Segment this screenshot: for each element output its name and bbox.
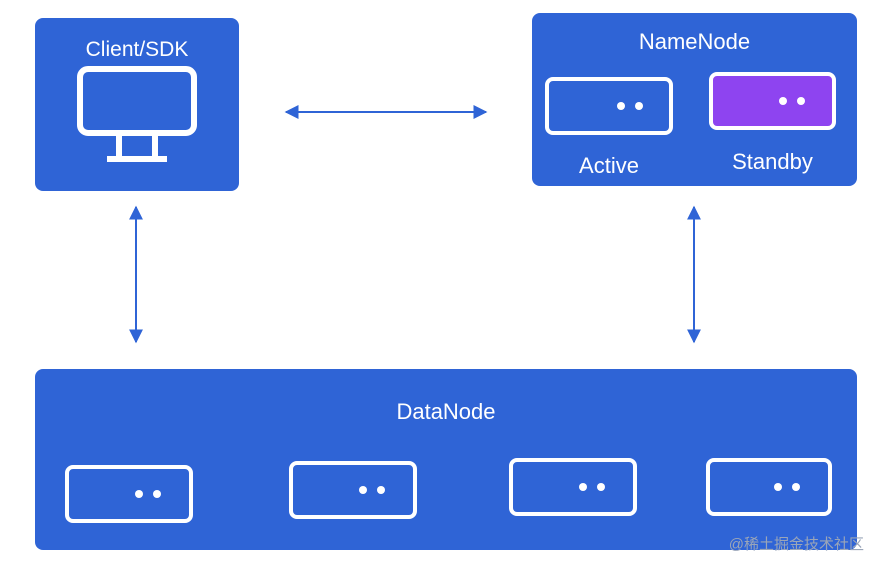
- indicator-dot-icon: [359, 486, 367, 494]
- datanode-server: [289, 461, 417, 519]
- indicator-dot-icon: [635, 102, 643, 110]
- monitor-icon: [77, 66, 197, 162]
- client-sdk-panel: Client/SDK: [35, 18, 239, 191]
- indicator-dot-icon: [774, 483, 782, 491]
- indicator-dot-icon: [377, 486, 385, 494]
- watermark: @稀土掘金技术社区: [728, 536, 864, 553]
- standby-node: [709, 72, 836, 130]
- datanode-title: DataNode: [396, 399, 496, 424]
- active-label: Active: [579, 153, 639, 178]
- indicator-dot-icon: [797, 97, 805, 105]
- datanode-server: [65, 465, 193, 523]
- active-node: [545, 77, 673, 135]
- indicator-dot-icon: [153, 490, 161, 498]
- indicator-dot-icon: [597, 483, 605, 491]
- indicator-dot-icon: [792, 483, 800, 491]
- datanode-panel: DataNode: [35, 369, 857, 550]
- namenode-panel: NameNode Active Standby: [532, 13, 857, 186]
- namenode-title: NameNode: [638, 29, 751, 54]
- indicator-dot-icon: [135, 490, 143, 498]
- datanode-server: [706, 458, 832, 516]
- client-sdk-title: Client/SDK: [85, 38, 189, 61]
- datanode-server: [509, 458, 637, 516]
- indicator-dot-icon: [579, 483, 587, 491]
- indicator-dot-icon: [617, 102, 625, 110]
- indicator-dot-icon: [779, 97, 787, 105]
- standby-label: Standby: [732, 149, 813, 174]
